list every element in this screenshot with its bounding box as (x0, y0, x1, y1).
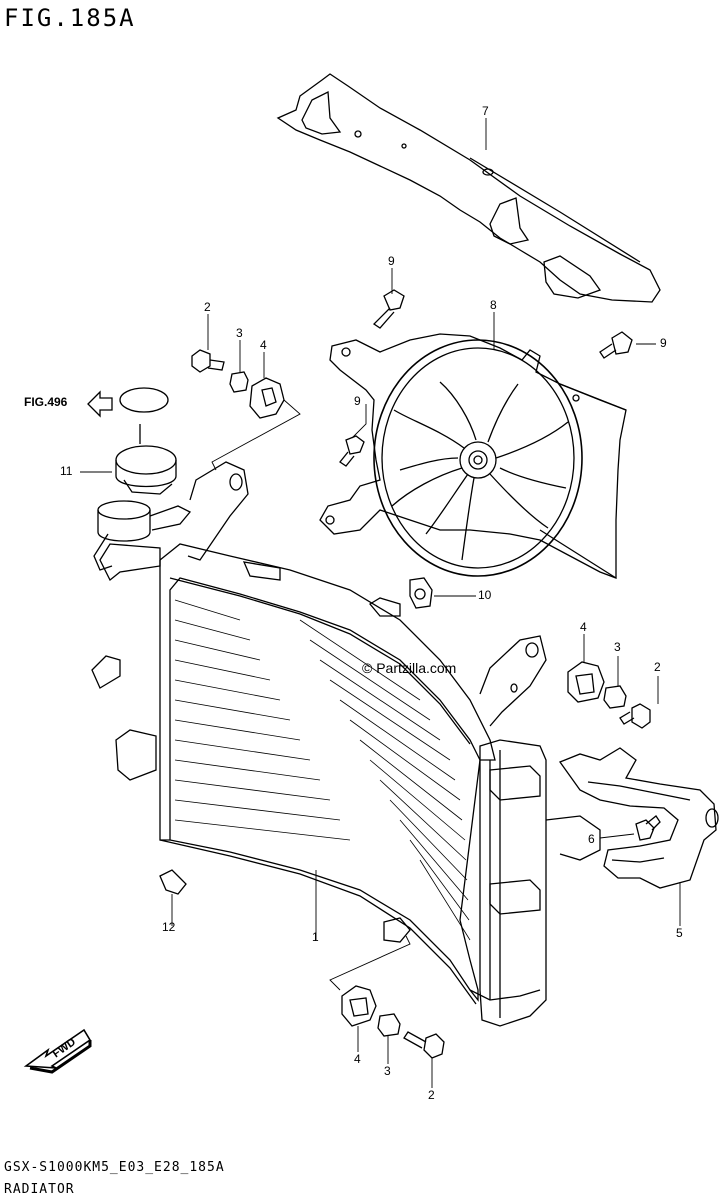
callout-nut[interactable]: 10 (478, 588, 492, 602)
callout-bolt-right[interactable]: 2 (654, 660, 661, 674)
callout-fan[interactable]: 8 (490, 298, 497, 312)
callout-fan-bolt-left[interactable]: 9 (354, 394, 361, 408)
radiator-hose (560, 748, 718, 888)
callout-collar-right[interactable]: 3 (614, 640, 621, 654)
figure-title: FIG.185A (4, 4, 136, 32)
footer-name: RADIATOR (4, 1182, 75, 1197)
callout-grommet-bottom[interactable]: 4 (354, 1052, 361, 1066)
leader-lines (80, 118, 680, 1088)
callout-fan-bolt-right[interactable]: 9 (660, 336, 667, 350)
fig-reference-label[interactable]: FIG.496 (24, 395, 68, 409)
callout-fan-bolt-top[interactable]: 9 (388, 254, 395, 268)
cooling-fan (320, 334, 626, 578)
callout-bolt-bottom[interactable]: 2 (428, 1088, 435, 1102)
callout-collar-bottom[interactable]: 3 (384, 1064, 391, 1078)
hardware (160, 290, 660, 1058)
callout-cap[interactable]: 11 (60, 464, 73, 478)
callout-grommet-right[interactable]: 4 (580, 620, 587, 634)
radiator-cap (116, 388, 176, 494)
fig-reference-arrow-icon (88, 392, 112, 416)
callout-grommet-top-left[interactable]: 4 (260, 338, 267, 352)
callout-hose[interactable]: 5 (676, 926, 683, 940)
footer-code: GSX-S1000KM5_E03_E28_185A (4, 1160, 225, 1175)
callout-clip[interactable]: 12 (162, 920, 176, 934)
callout-cover[interactable]: 7 (482, 104, 489, 118)
callout-bolt-top-left[interactable]: 2 (204, 300, 211, 314)
watermark: © Partzilla.com (362, 660, 457, 676)
callout-collar-top-left[interactable]: 3 (236, 326, 243, 340)
radiator-core (92, 462, 600, 1026)
callout-radiator[interactable]: 1 (312, 930, 319, 944)
radiator-cover (278, 74, 660, 302)
callout-hose-bolt[interactable]: 6 (588, 832, 595, 846)
fwd-arrow-icon: FWD (26, 1030, 90, 1072)
